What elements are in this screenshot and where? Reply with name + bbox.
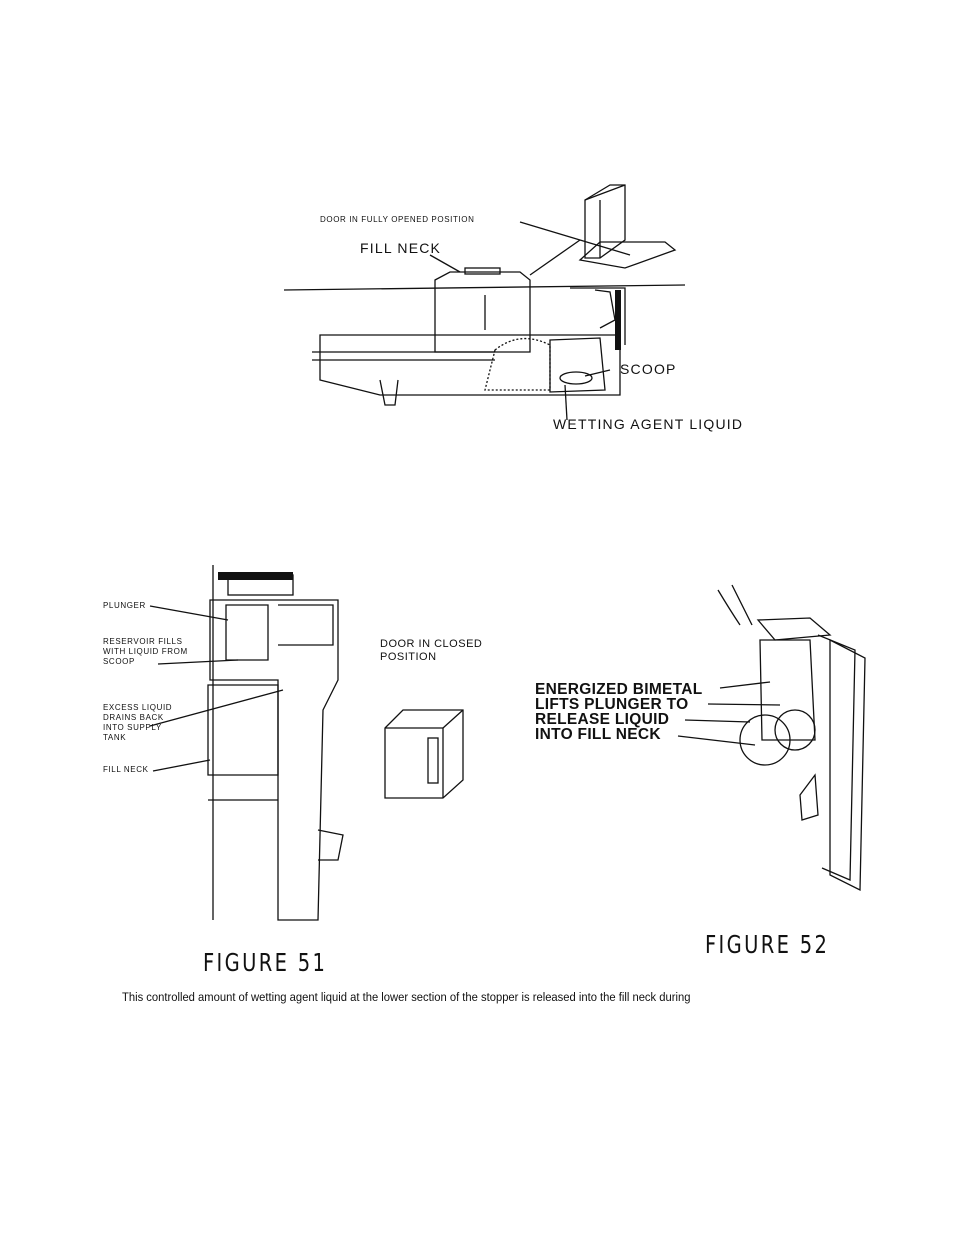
figure-51-drawing — [149, 565, 464, 921]
label-fill-neck-51: FILL NECK — [103, 765, 149, 774]
label-excess-3: INTO SUPPLY — [103, 723, 162, 732]
label-reservoir-1: RESERVOIR FILLS — [103, 637, 183, 646]
label-door-closed-1: DOOR IN CLOSED — [380, 638, 483, 650]
label-excess-4: TANK — [103, 733, 127, 742]
label-wetting-agent: WETTING AGENT LIQUID — [553, 416, 744, 432]
label-bimetal-1: ENERGIZED BIMETAL — [535, 681, 703, 698]
label-door-closed-2: POSITION — [380, 651, 437, 663]
top-figure-drawing — [283, 184, 686, 421]
figure-51: PLUNGER RESERVOIR FILLS WITH LIQUID FROM… — [98, 560, 518, 980]
label-bimetal-3: RELEASE LIQUID — [535, 711, 670, 728]
caption-text: This controlled amount of wetting agent … — [122, 990, 691, 1004]
label-fill-neck-top: FILL NECK — [360, 240, 442, 256]
label-bimetal-4: INTO FILL NECK — [535, 726, 661, 743]
figure-52: ENERGIZED BIMETAL LIFTS PLUNGER TO RELEA… — [530, 580, 880, 980]
label-bimetal-2: LIFTS PLUNGER TO — [535, 696, 689, 713]
figure-51-title: FIGURE 51 — [203, 948, 328, 977]
top-figure: DOOR IN FULLY OPENED POSITION FILL NECK … — [280, 180, 770, 440]
label-reservoir-2: WITH LIQUID FROM — [103, 647, 188, 656]
label-excess-1: EXCESS LIQUID — [103, 703, 173, 712]
label-plunger: PLUNGER — [103, 601, 146, 610]
figure-52-drawing — [677, 584, 866, 892]
label-excess-2: DRAINS BACK — [103, 713, 164, 722]
label-scoop: SCOOP — [620, 361, 677, 377]
label-door-open: DOOR IN FULLY OPENED POSITION — [320, 215, 475, 224]
figure-52-title: FIGURE 52 — [705, 930, 830, 959]
label-reservoir-3: SCOOP — [103, 657, 135, 666]
